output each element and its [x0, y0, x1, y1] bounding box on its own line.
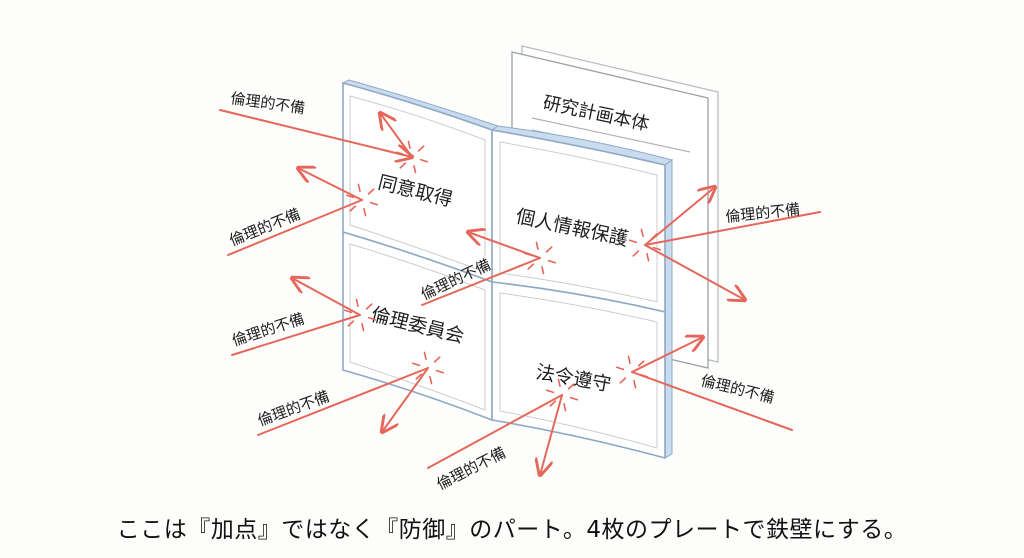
burst-tick — [367, 316, 377, 321]
burst-tick — [355, 298, 359, 308]
plate-wall: 同意取得 個人情報保護 倫理委員会 法令遵守 — [341, 79, 674, 460]
burst-tick — [650, 233, 658, 240]
burst-tick — [615, 366, 625, 371]
impact-bursts — [343, 140, 662, 412]
burst-tick — [640, 228, 644, 238]
attack-4: 倫理的不備 — [644, 187, 821, 300]
burst-tick — [417, 145, 425, 152]
burst-tick — [345, 194, 355, 199]
burst-tick — [628, 239, 638, 244]
burst-tick — [435, 369, 445, 374]
burst-tick — [433, 356, 441, 363]
burst-tick — [633, 379, 637, 389]
burst-tick — [413, 164, 417, 174]
burst-tick — [557, 378, 561, 388]
burst-tick — [545, 246, 553, 253]
burst-tick — [399, 162, 407, 169]
burst-tick — [632, 250, 640, 257]
burst-tick — [652, 246, 662, 251]
burst-tick — [349, 205, 357, 212]
attack-2: 倫理的不備 — [227, 168, 363, 256]
attack-label: 倫理的不備 — [255, 387, 332, 430]
burst-tick — [363, 207, 367, 217]
burst-tick — [343, 309, 353, 314]
caption: ここは『加点』ではなく『防御』のパート。4枚のプレートで鉄壁にする。 — [116, 517, 908, 543]
burst-tick — [639, 373, 649, 378]
plate-legal-compliance: 法令遵守 — [491, 281, 666, 460]
attack-label: 倫理的不備 — [434, 443, 509, 493]
attack-label: 倫理的不備 — [229, 89, 306, 117]
burst-tick — [357, 183, 361, 193]
burst-tick — [563, 402, 567, 412]
burst-tick — [423, 351, 427, 361]
burst-tick — [535, 241, 539, 251]
burst-tick — [365, 303, 373, 310]
burst-tick — [541, 265, 545, 275]
burst-tick — [411, 362, 421, 367]
plate-consent: 同意取得 — [342, 81, 493, 284]
burst-tick — [619, 377, 627, 384]
burst-tick — [527, 263, 535, 270]
burst-tick — [627, 355, 631, 365]
attack-5: 倫理的不備 — [230, 278, 361, 356]
attack-label: 倫理的不備 — [699, 371, 776, 407]
burst-tick — [415, 373, 423, 380]
burst-tick — [369, 201, 379, 206]
attack-label: 倫理的不備 — [227, 205, 303, 250]
burst-tick — [637, 360, 645, 367]
burst-tick — [367, 188, 375, 195]
burst-tick — [567, 383, 575, 390]
burst-tick — [549, 400, 557, 407]
attack-6: 倫理的不備 — [255, 367, 429, 435]
burst-tick — [545, 389, 555, 394]
burst-tick — [523, 252, 533, 257]
burst-tick — [395, 151, 405, 156]
burst-tick — [419, 158, 429, 163]
attack-label: 倫理的不備 — [725, 200, 801, 226]
burst-tick — [407, 140, 411, 150]
burst-tick — [361, 322, 365, 332]
burst-tick — [429, 375, 433, 385]
burst-tick — [646, 252, 650, 262]
burst-tick — [347, 320, 355, 327]
burst-tick — [547, 259, 557, 264]
burst-tick — [569, 396, 579, 401]
